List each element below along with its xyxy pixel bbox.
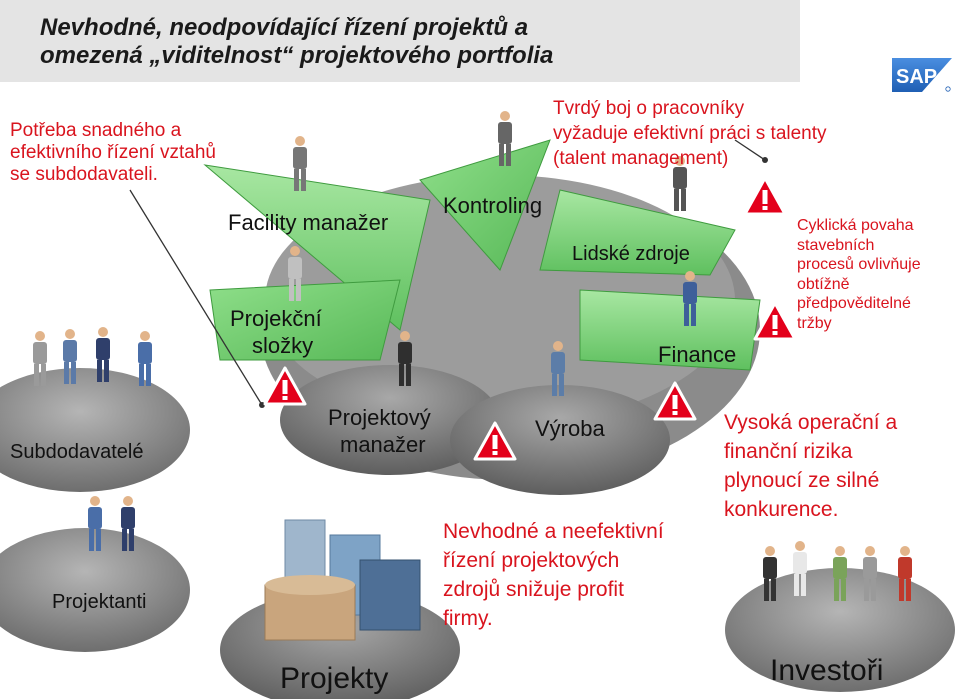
- slide-title: Nevhodné, neodpovídající řízení projektů…: [40, 14, 780, 70]
- callout-line: tržby: [797, 314, 832, 332]
- label-slozky: složky: [252, 333, 314, 358]
- wedge-projekcni: [209, 279, 401, 361]
- label-facility: Facility manažer: [228, 210, 389, 235]
- wedge-finance: [579, 289, 761, 371]
- label-subdodavatele: Subdodavatelé: [10, 441, 144, 463]
- callout-line: finanční rizika: [724, 440, 853, 463]
- callout-line: Tvrdý boj o pracovníky: [553, 98, 745, 119]
- plate-investori: [725, 568, 955, 692]
- wedge-lidske-zdroje: [539, 189, 736, 276]
- callout-line: se subdodavateli.: [10, 164, 158, 185]
- label-vyroba: Výroba: [535, 416, 605, 441]
- callout-line: Cyklická povaha: [797, 217, 914, 234]
- label-projektanti: Projektanti: [52, 591, 147, 613]
- sap-logo: SAP: [892, 58, 952, 92]
- callout-line: (talent management): [553, 148, 729, 169]
- callout-line: Nevhodné a neefektivní: [443, 520, 664, 543]
- plate-projektanti: [0, 528, 190, 652]
- callout-line: řízení projektových: [443, 549, 620, 572]
- plate-subdodavatele: [0, 368, 190, 492]
- buildings-illustration: [264, 519, 421, 641]
- title-line-1: Nevhodné, neodpovídající řízení projektů…: [40, 14, 529, 41]
- svg-text:SAP: SAP: [896, 66, 937, 88]
- pointer-subdodavatele: [129, 189, 263, 406]
- callout-line: konkurence.: [724, 498, 839, 521]
- title-banner: Nevhodné, neodpovídající řízení projektů…: [0, 0, 800, 82]
- callout-line: plynoucí ze silné: [724, 469, 880, 492]
- warning-icon: [743, 176, 787, 216]
- callout-line: efektivního řízení vztahů: [10, 142, 216, 163]
- pointer-talent: [734, 139, 766, 161]
- callout-line: obtížně: [797, 275, 850, 293]
- callout-line: stavebních: [797, 236, 875, 254]
- label-finance: Finance: [658, 342, 737, 367]
- callout-line: procesů ovlivňuje: [797, 256, 921, 273]
- label-projektovy: Projektový: [328, 405, 431, 430]
- callout-line: Vysoká operační a: [724, 411, 898, 434]
- title-line-2: omezená „viditelnost“ projektového portf…: [40, 42, 554, 69]
- callout-line: firmy.: [443, 607, 493, 630]
- callout-line: zdrojů snižuje profit: [443, 578, 624, 601]
- label-lidske-zdroje: Lidské zdroje: [572, 243, 690, 265]
- plate-projektovy: [280, 365, 500, 475]
- label-kontroling: Kontroling: [443, 193, 543, 218]
- callout-subdodavatele: Potřeba snadného a efektivního řízení vz…: [10, 120, 216, 186]
- warning-icon: [753, 301, 797, 341]
- label-investori: Investoři: [770, 654, 884, 687]
- callout-zdroje: Nevhodné a neefektivní řízení projektový…: [443, 517, 664, 633]
- wedge-kontroling: [419, 139, 551, 271]
- callout-line: Potřeba snadného a: [10, 120, 182, 141]
- label-projekty: Projekty: [280, 662, 389, 695]
- plate-vyroba: [450, 385, 670, 495]
- label-projekcni: Projekční: [230, 306, 322, 331]
- callout-line: předpověditelné: [797, 295, 911, 312]
- callout-talent: Tvrdý boj o pracovníky vyžaduje efektivn…: [553, 96, 827, 171]
- callout-rizika: Vysoká operační a finanční rizika plynou…: [724, 408, 897, 524]
- callout-line: vyžaduje efektivní práci s talenty: [553, 123, 827, 144]
- label-manazer: manažer: [340, 432, 426, 457]
- callout-cyklicka: Cyklická povaha stavebních procesů ovliv…: [797, 216, 921, 333]
